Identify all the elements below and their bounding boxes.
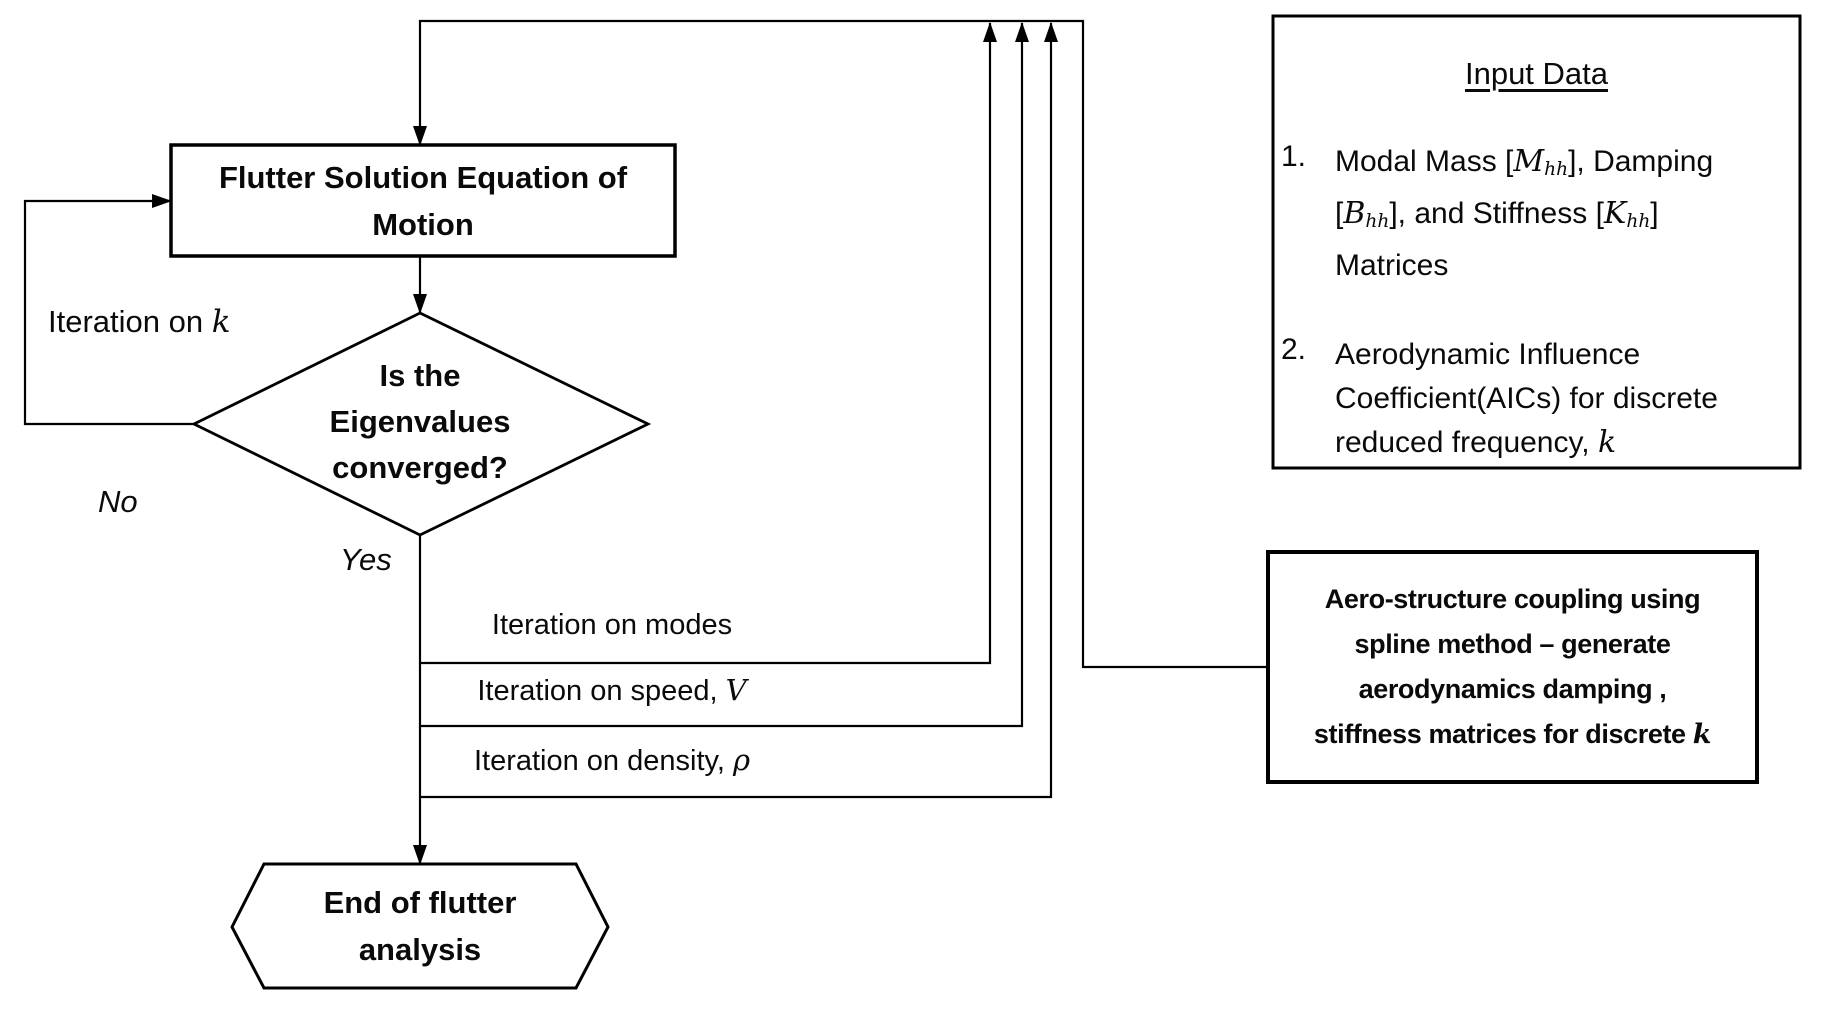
aero-label-line4: stiffness matrices for discrete k: [1313, 712, 1712, 757]
discrete-k-symbol: k: [1692, 719, 1712, 750]
input-item1-line3: Matrices: [1335, 249, 1449, 283]
input-item2-l3: reduced frequency,: [1335, 426, 1598, 459]
aero-label-line1: Aero-structure coupling using: [1324, 584, 1701, 614]
input-item1-text: Modal Mass [Mhh], Damping [Bhh], and Sti…: [1335, 140, 1713, 288]
input-item1-l1b: ], Damping: [1568, 145, 1714, 178]
input-item2-line3: reduced frequency, k: [1335, 421, 1718, 465]
end-analysis-label-line2: analysis: [358, 932, 482, 967]
eigenvalue-decision-label: Is the Eigenvalues converged?: [270, 353, 570, 491]
input-data-box: [1271, 14, 1802, 470]
iteration-speed-label: Iteration on speed, V: [412, 673, 812, 708]
flutter-solution-label-line2: Motion: [372, 206, 474, 242]
aero-label-line2: spline method – generate: [1354, 629, 1671, 659]
decision-label-line1: Is the: [379, 358, 461, 393]
input-data-title: Input Data: [1464, 56, 1609, 91]
iteration-k-text: Iteration on: [48, 304, 212, 339]
iteration-density-variable: ρ: [732, 743, 751, 777]
aero-structure-coupling-box: [1266, 550, 1759, 784]
flutter-solution-label: Flutter Solution Equation of Motion: [171, 145, 675, 256]
flutter-solution-label-line1: Flutter Solution Equation of: [218, 159, 628, 195]
aero-label-line4-text: stiffness matrices for discrete: [1313, 719, 1693, 749]
input-item2-line2: Coefficient(AICs) for discrete: [1335, 382, 1718, 415]
iteration-density-text: Iteration on density,: [473, 745, 733, 777]
iteration-modes-label: Iteration on modes: [491, 609, 733, 641]
input-item1-line2: [Bhh], and Stiffness [Khh]: [1335, 192, 1713, 244]
input-item1-l2b: ], and Stiffness [: [1389, 197, 1604, 231]
end-analysis-label-line1: End of flutter: [323, 885, 517, 920]
input-item1-l2c: ]: [1650, 197, 1659, 231]
end-analysis-label: End of flutter analysis: [232, 879, 608, 973]
iteration-k-label: Iteration on k: [48, 304, 231, 340]
aero-label-line3: aerodynamics damping ,: [1358, 674, 1667, 704]
iteration-modes-loop-connector: [420, 22, 997, 665]
input-item2-text: Aerodynamic Influence Coefficient(AICs) …: [1335, 333, 1718, 465]
input-item2-line1: Aerodynamic Influence: [1335, 338, 1641, 371]
input-item2-number: 2.: [1281, 333, 1307, 366]
iteration-speed-variable: V: [725, 673, 747, 707]
yes-branch-label: Yes: [340, 542, 392, 577]
iteration-density-label: Iteration on density, ρ: [412, 743, 812, 778]
modal-mass-symbol: M: [1513, 144, 1545, 179]
input-item1-l2a: [: [1335, 197, 1344, 231]
input-item1-l1a: Modal Mass [: [1335, 145, 1514, 178]
stiffness-subscript: hh: [1626, 211, 1651, 233]
end-analysis-hexagon: [230, 862, 610, 990]
aero-to-flutter-feedback-connector: [413, 19, 1268, 669]
input-item1-number: 1.: [1281, 140, 1307, 173]
reduced-frequency-symbol: k: [1597, 425, 1617, 460]
flutter-solution-box: [169, 143, 677, 258]
decision-label-line3: converged?: [332, 450, 508, 485]
iteration-speed-text: Iteration on speed,: [477, 675, 726, 707]
no-branch-label: No: [98, 484, 138, 519]
iteration-k-variable: k: [211, 304, 231, 340]
stiffness-symbol: K: [1603, 196, 1627, 232]
damping-symbol: B: [1343, 196, 1366, 232]
iteration-k-loop-connector: [23, 194, 194, 426]
damping-subscript: hh: [1365, 211, 1390, 233]
input-item1-line1: Modal Mass [Mhh], Damping: [1335, 140, 1713, 192]
aero-structure-coupling-label: Aero-structure coupling using spline met…: [1268, 552, 1757, 782]
modal-mass-subscript: hh: [1544, 159, 1569, 181]
iteration-speed-loop-connector: [420, 22, 1029, 728]
decision-label-line2: Eigenvalues: [329, 404, 511, 439]
iteration-density-loop-connector: [420, 22, 1058, 799]
